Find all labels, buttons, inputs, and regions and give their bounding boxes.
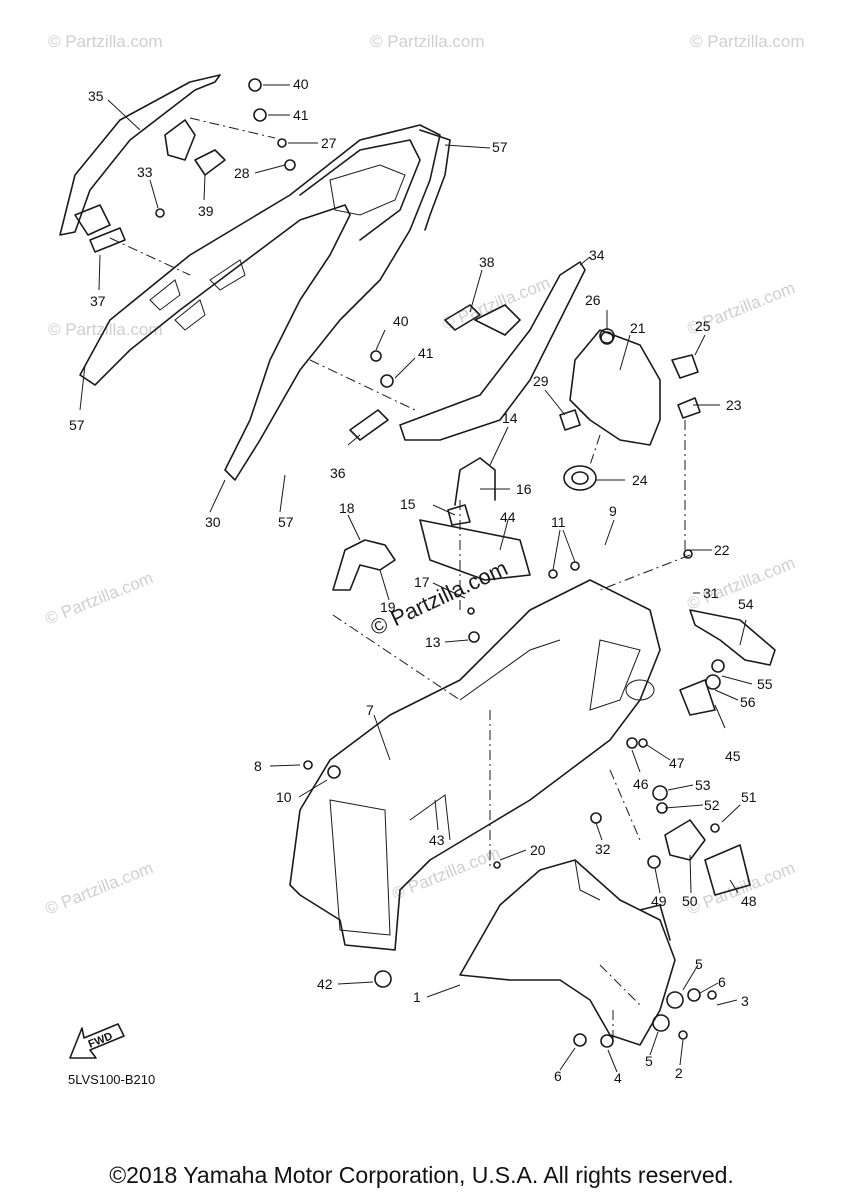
callout-33: 33 [137,164,153,180]
callout-24: 24 [632,472,648,488]
license-plate-parts [664,609,776,896]
callout-26: 26 [585,292,601,308]
callout-21: 21 [630,320,646,336]
callout-41: 41 [293,107,309,123]
callout-25: 25 [695,318,711,334]
callout-18: 18 [339,500,355,516]
front-fender [459,859,676,1046]
callout-2: 2 [675,1065,683,1081]
callout-57: 57 [69,417,85,433]
callout-23: 23 [726,397,742,413]
fwd-arrow-icon: FWD [69,1023,125,1059]
watermark: © Partzilla.com [42,568,155,629]
callout-45: 45 [725,748,741,764]
callout-56: 56 [740,694,756,710]
callout-11: 11 [551,514,566,530]
callout-28: 28 [234,165,250,181]
callout-49: 49 [651,893,667,909]
callout-17: 17 [414,574,430,590]
assembly-guides [109,117,691,1040]
callouts: 35 40 41 27 57 28 33 39 38 34 37 40 26 2… [69,76,773,1086]
callout-15: 15 [400,496,416,512]
callout-7: 7 [366,702,374,718]
watermark: © Partzilla.com [42,858,155,919]
watermark: © Partzilla.com [48,32,163,51]
callout-44: 44 [500,509,516,525]
battery-band [332,457,496,591]
callout-9: 9 [609,503,617,519]
callout-46: 46 [633,776,649,792]
callout-19: 19 [380,599,396,615]
callout-37: 37 [90,293,106,309]
callout-38: 38 [479,254,495,270]
callout-22: 22 [714,542,730,558]
callout-31: 31 [703,585,719,601]
seat-cowl [79,124,451,481]
tail-light-bracket [559,328,701,491]
callout-35: 35 [88,88,104,104]
watermark: © Partzilla.com [389,843,502,904]
callout-5: 5 [645,1053,653,1069]
small-fasteners [155,78,725,1048]
callout-50: 50 [682,893,698,909]
callout-5: 5 [695,956,703,972]
callout-39: 39 [198,203,214,219]
callout-30: 30 [205,514,221,530]
callout-51: 51 [741,789,757,805]
callout-52: 52 [704,797,720,813]
callout-36: 36 [330,465,346,481]
callout-14: 14 [502,410,518,426]
watermark: © Partzilla.com [439,273,552,334]
callout-43: 43 [429,832,445,848]
callout-57: 57 [492,139,508,155]
watermark: © Partzilla.com [690,32,805,51]
callout-54: 54 [738,596,754,612]
watermark: © Partzilla.com [370,32,485,51]
callout-8: 8 [254,758,262,774]
copyright-notice: ©2018 Yamaha Motor Corporation, U.S.A. A… [109,1162,734,1188]
grab-bar-left [59,74,221,236]
callout-55: 55 [757,676,773,692]
callout-34: 34 [589,247,605,263]
callout-40: 40 [293,76,309,92]
callout-48: 48 [741,893,757,909]
callout-32: 32 [595,841,611,857]
callout-13: 13 [425,634,441,650]
callout-47: 47 [669,755,685,771]
rear-fender [289,519,661,951]
callout-6: 6 [554,1068,562,1084]
callout-1: 1 [413,989,421,1005]
leader-lines [79,84,753,1073]
grab-bar-right [399,261,586,441]
callout-53: 53 [695,777,711,793]
callout-29: 29 [533,373,549,389]
callout-10: 10 [276,789,292,805]
callout-27: 27 [321,135,337,151]
callout-6: 6 [718,974,726,990]
fwd-label: FWD [87,1030,115,1051]
callout-41: 41 [418,345,434,361]
callout-40: 40 [393,313,409,329]
watermark: © Partzilla.com [684,858,797,919]
callout-3: 3 [741,993,749,1009]
diagram-code: 5LVS100-B210 [68,1072,156,1087]
callout-20: 20 [530,842,546,858]
callout-4: 4 [614,1070,622,1086]
callout-16: 16 [516,481,532,497]
small-pads [89,149,481,441]
callout-42: 42 [317,976,333,992]
callout-57: 57 [278,514,294,530]
